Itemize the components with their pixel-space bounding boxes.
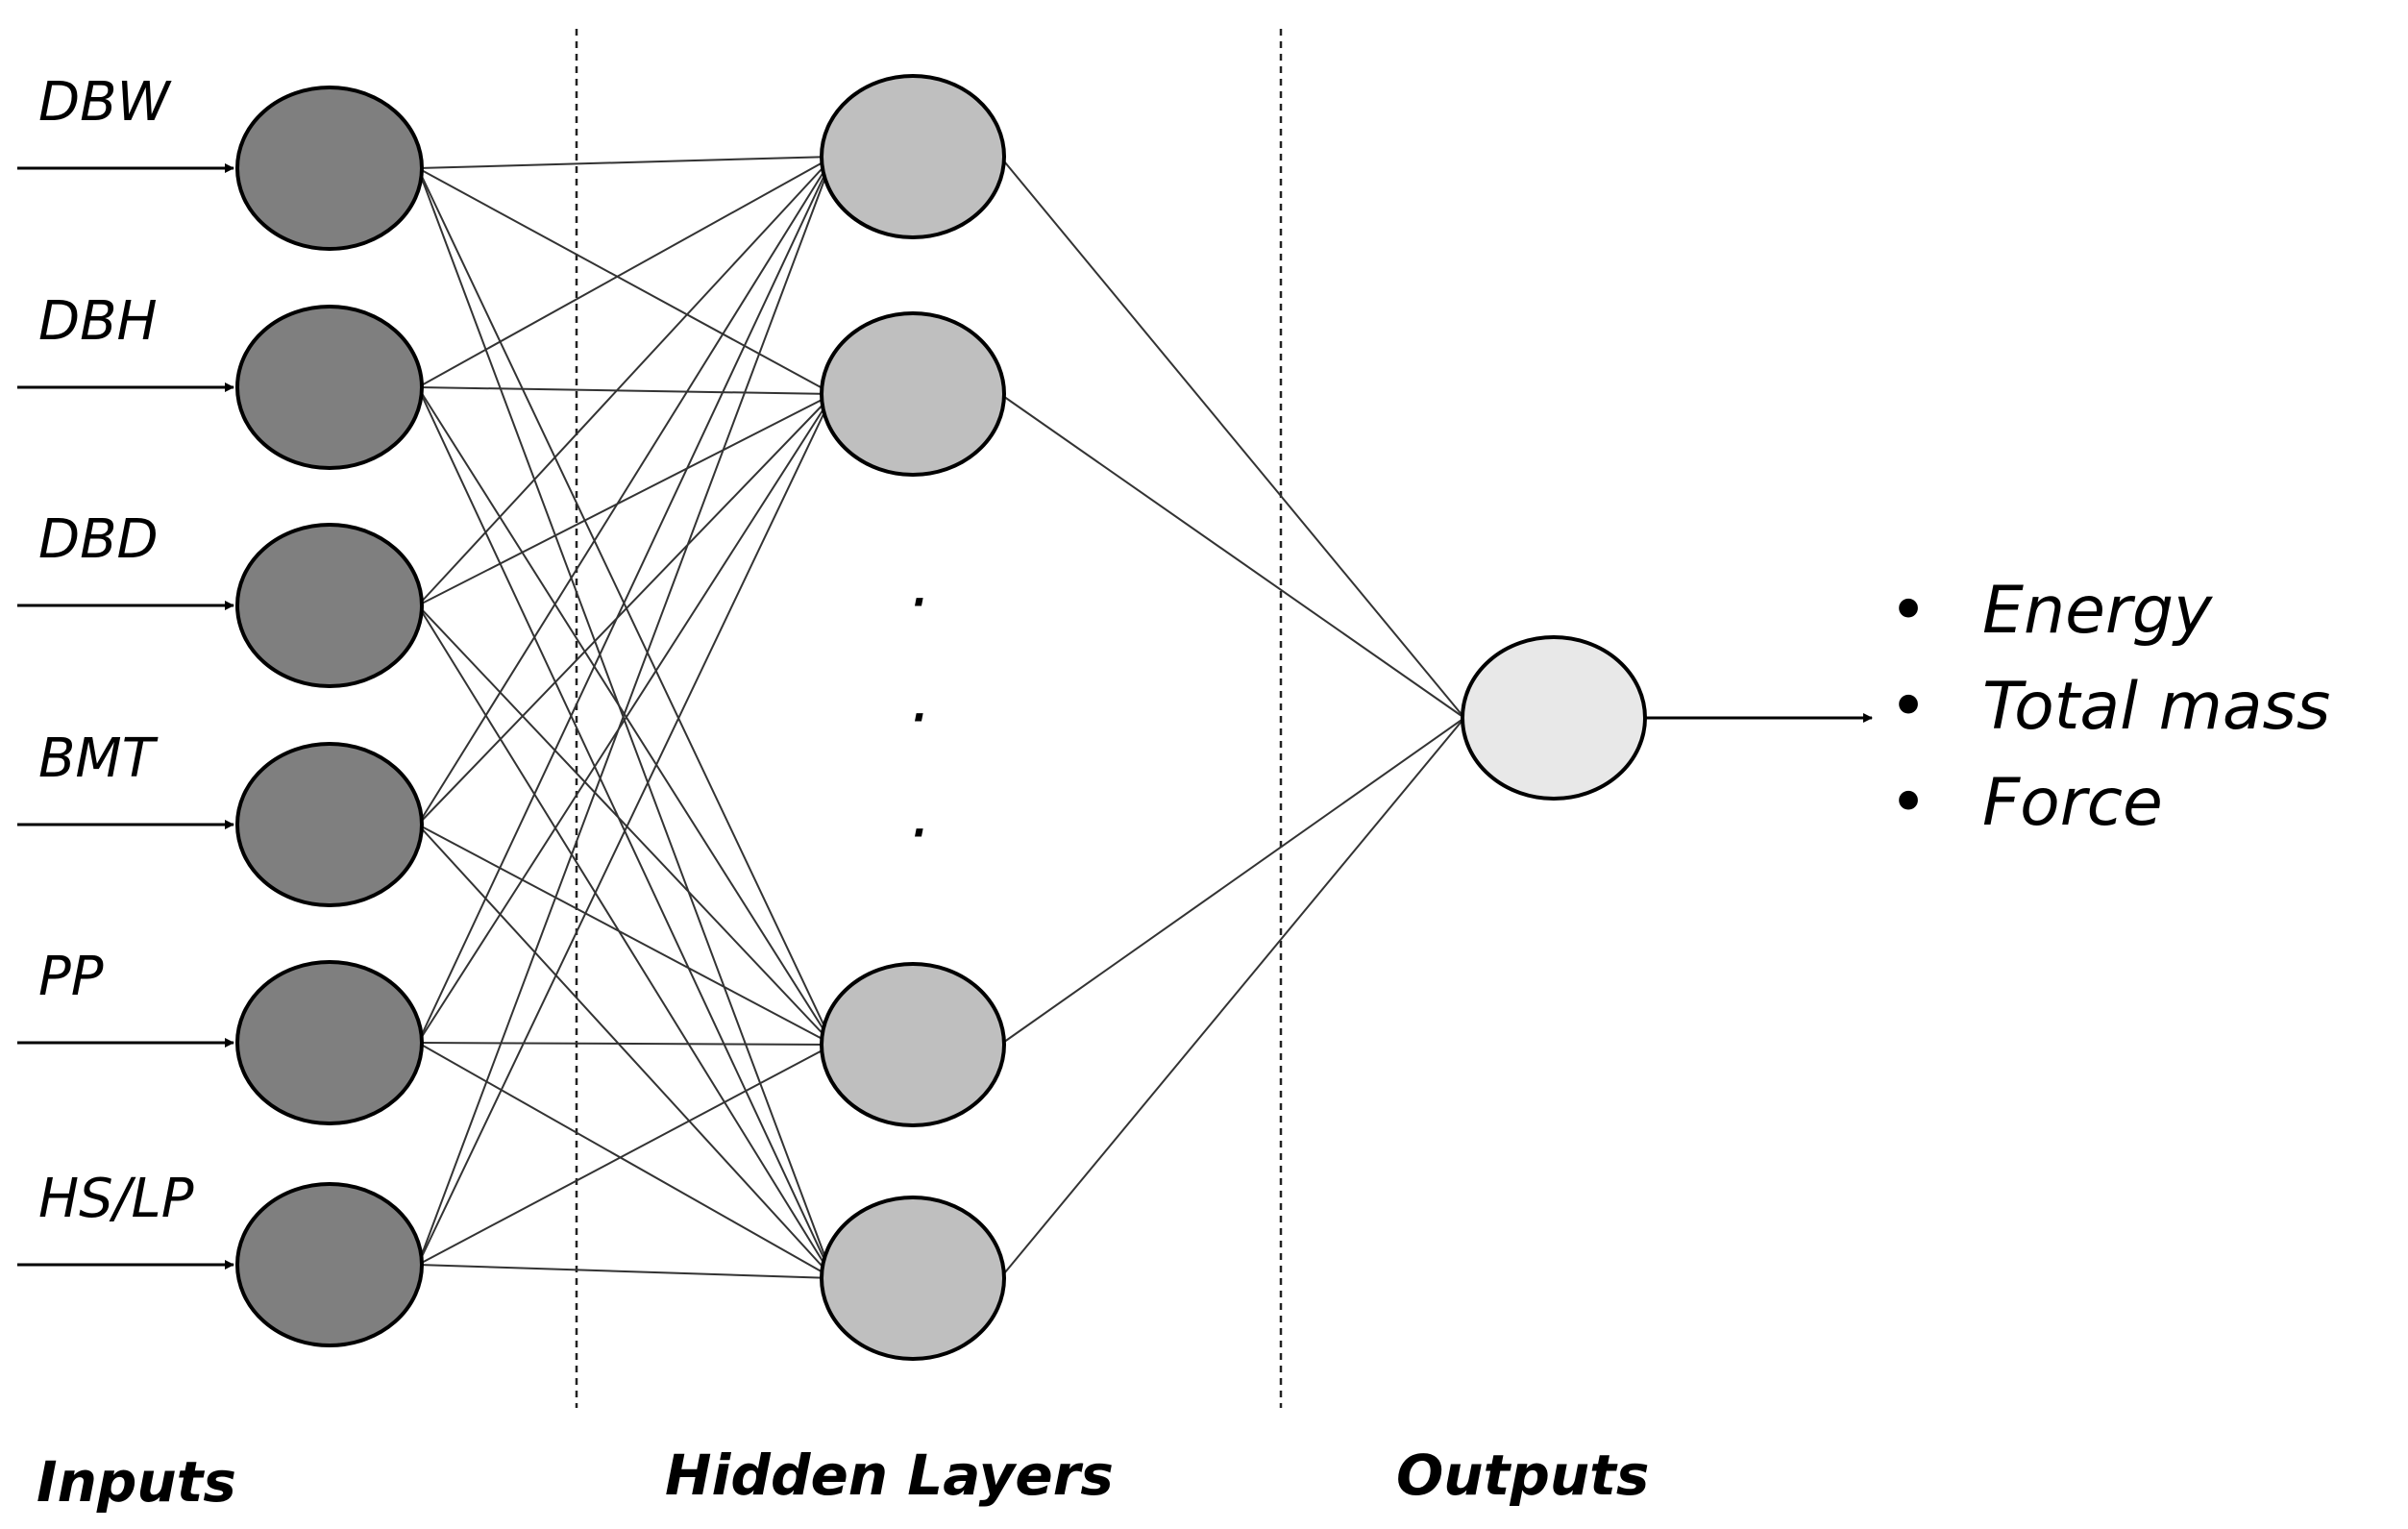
- input-node-3: [235, 742, 424, 907]
- edge-input-2-hidden-3: [417, 604, 834, 1279]
- edge-input-0-hidden-2: [417, 167, 834, 1046]
- edge-input-3-hidden-1: [417, 393, 834, 826]
- input-node-2: [235, 523, 424, 688]
- ellipsis-dot-3: ·: [907, 796, 928, 872]
- edge-hidden-2-output: [999, 717, 1465, 1046]
- nodes: [235, 74, 1647, 1361]
- input-label-pp: PP: [38, 946, 104, 1008]
- edge-input-1-hidden-1: [417, 386, 834, 395]
- input-arrows: [17, 163, 234, 1270]
- section-label-hidden-layers: Hidden Layers: [665, 1443, 1114, 1508]
- output-item-force: Force: [1982, 765, 2163, 841]
- edge-input-2-hidden-0: [417, 156, 834, 606]
- edge-input-2-hidden-2: [417, 604, 834, 1046]
- edge-input-5-hidden-3: [417, 1264, 834, 1279]
- edge-input-4-hidden-0: [417, 156, 834, 1044]
- edge-hidden-3-output: [999, 717, 1465, 1279]
- input-labels: DBW DBH DBD BMT PP HS/LP: [38, 71, 194, 1230]
- output-bullet-3: •: [1889, 765, 1928, 841]
- edge-input-0-hidden-3: [417, 167, 834, 1279]
- edge-hidden-1-output: [999, 393, 1465, 719]
- ellipsis-dot-2: ·: [907, 680, 928, 756]
- edge-input-0-hidden-1: [417, 167, 834, 395]
- section-label-outputs: Outputs: [1396, 1443, 1649, 1508]
- edge-input-0-hidden-0: [417, 156, 834, 169]
- output-bullet-1: •: [1889, 573, 1928, 649]
- hidden-node-2: [820, 962, 1006, 1127]
- input-label-dbh: DBH: [38, 290, 158, 353]
- edge-hidden-0-output: [999, 156, 1465, 719]
- edge-input-1-hidden-0: [417, 156, 834, 388]
- edge-input-1-hidden-2: [417, 386, 834, 1046]
- hidden-node-1: [820, 311, 1006, 477]
- input-label-bmt: BMT: [38, 728, 159, 790]
- edge-input-5-hidden-1: [417, 393, 834, 1266]
- input-label-hs-lp: HS/LP: [38, 1168, 194, 1230]
- edge-input-4-hidden-2: [417, 1042, 834, 1046]
- edge-input-5-hidden-2: [417, 1044, 834, 1266]
- edge-input-2-hidden-1: [417, 393, 834, 606]
- edge-input-3-hidden-3: [417, 824, 834, 1279]
- output-bullet-2: •: [1889, 669, 1928, 745]
- input-label-dbw: DBW: [38, 71, 173, 134]
- edge-input-3-hidden-2: [417, 824, 834, 1046]
- edge-input-1-hidden-3: [417, 386, 834, 1279]
- edge-input-3-hidden-0: [417, 156, 834, 826]
- ellipsis-dot-1: ·: [907, 565, 928, 641]
- connection-edges: [417, 156, 1465, 1279]
- output-item-energy: Energy: [1982, 573, 2213, 649]
- input-node-1: [235, 305, 424, 470]
- hidden-node-0: [820, 74, 1006, 239]
- input-label-dbd: DBD: [38, 508, 159, 571]
- edge-input-4-hidden-1: [417, 393, 834, 1044]
- output-item-total-mass: Total mass: [1982, 669, 2330, 745]
- section-label-inputs: Inputs: [37, 1449, 236, 1515]
- input-node-0: [235, 86, 424, 251]
- input-node-4: [235, 960, 424, 1125]
- input-node-5: [235, 1182, 424, 1347]
- hidden-node-3: [820, 1196, 1006, 1361]
- output-node: [1461, 635, 1647, 801]
- edge-input-5-hidden-0: [417, 156, 834, 1266]
